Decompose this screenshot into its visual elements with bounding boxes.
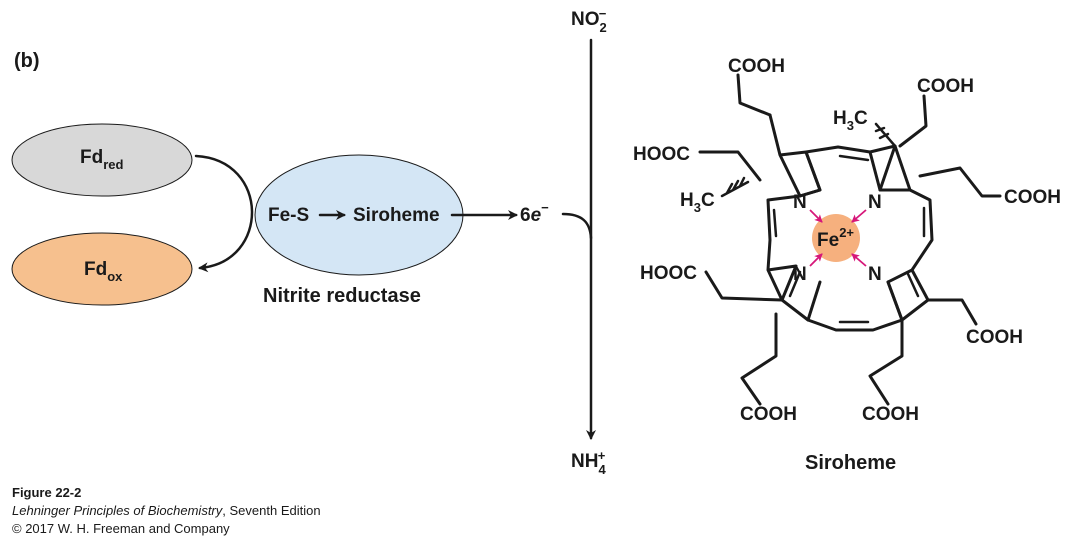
- electrons-label: 6e−: [520, 200, 549, 226]
- acetate-lower-right: [926, 298, 978, 326]
- electron-join-curve: [561, 212, 593, 240]
- siroheme-structure: N N N N Fe2+ COOH HOOC H3C H3C COOH COOH: [633, 56, 1061, 474]
- methyl-top-right-label: H3C: [833, 108, 868, 133]
- acetate-lower-left: [704, 270, 784, 302]
- figure-number: Figure 22-2: [12, 485, 82, 500]
- coordination-arrows: [809, 209, 867, 267]
- cooh-top-right: COOH: [917, 76, 974, 97]
- double-bond-strokes: [772, 154, 926, 324]
- cooh-bottom-left: COOH: [740, 404, 797, 425]
- nitrite-label: NO2−: [571, 6, 607, 35]
- book-title: Lehninger Principles of Biochemistry: [12, 503, 223, 518]
- fd-reduced-ellipse: [11, 123, 193, 197]
- siroheme-cofactor-label: Siroheme: [353, 205, 440, 226]
- nitrite-reductase-label: Nitrite reductase: [263, 285, 421, 307]
- propionate-top-left: [736, 73, 772, 117]
- cooh-bottom-right: COOH: [862, 404, 919, 425]
- pyrrole-edges: [798, 144, 904, 322]
- fe-s-label: Fe-S: [268, 205, 309, 226]
- methyl-top-right: [874, 122, 897, 148]
- acetate-top-right: [898, 94, 928, 148]
- methyl-left-label: H3C: [680, 190, 715, 215]
- hooc-left: HOOC: [633, 144, 690, 165]
- propionate-right: [918, 166, 1002, 198]
- siroheme-title: Siroheme: [805, 452, 896, 474]
- copyright: © 2017 W. H. Freeman and Company: [12, 521, 230, 536]
- nitrogen-1: N: [793, 192, 807, 213]
- hooc-lower-left: HOOC: [640, 263, 697, 284]
- iron-label: Fe2+: [817, 225, 854, 251]
- fd-reduced-label: Fdred: [80, 147, 124, 172]
- panel-label: (b): [14, 50, 40, 72]
- cooh-lower-right: COOH: [966, 327, 1023, 348]
- fd-transfer-arrow: [194, 154, 254, 273]
- nitrogen-2: N: [868, 192, 882, 213]
- ammonium-label: NH4+: [571, 448, 606, 477]
- propionate-bottom-right: [868, 318, 904, 406]
- cooh-right: COOH: [1004, 187, 1061, 208]
- nitrogen-4: N: [868, 264, 882, 285]
- acetate-left: [698, 150, 762, 182]
- nitrogen-3: N: [793, 264, 807, 285]
- propionate-bottom-left: [740, 312, 778, 406]
- book-edition: , Seventh Edition: [222, 503, 321, 518]
- fd-oxidized-label: Fdox: [84, 259, 123, 284]
- iron-center: [812, 214, 860, 262]
- cooh-top-left: COOH: [728, 56, 785, 77]
- nitrite-reductase: Fe-S Siroheme Nitrite reductase: [254, 154, 464, 307]
- fd-oxidized-ellipse: [11, 232, 193, 306]
- book-credit: Lehninger Principles of Biochemistry, Se…: [12, 502, 321, 520]
- fd-oxidized: Fdox: [11, 232, 193, 306]
- fd-reduced: Fdred: [11, 123, 193, 197]
- methyl-left: [720, 176, 750, 198]
